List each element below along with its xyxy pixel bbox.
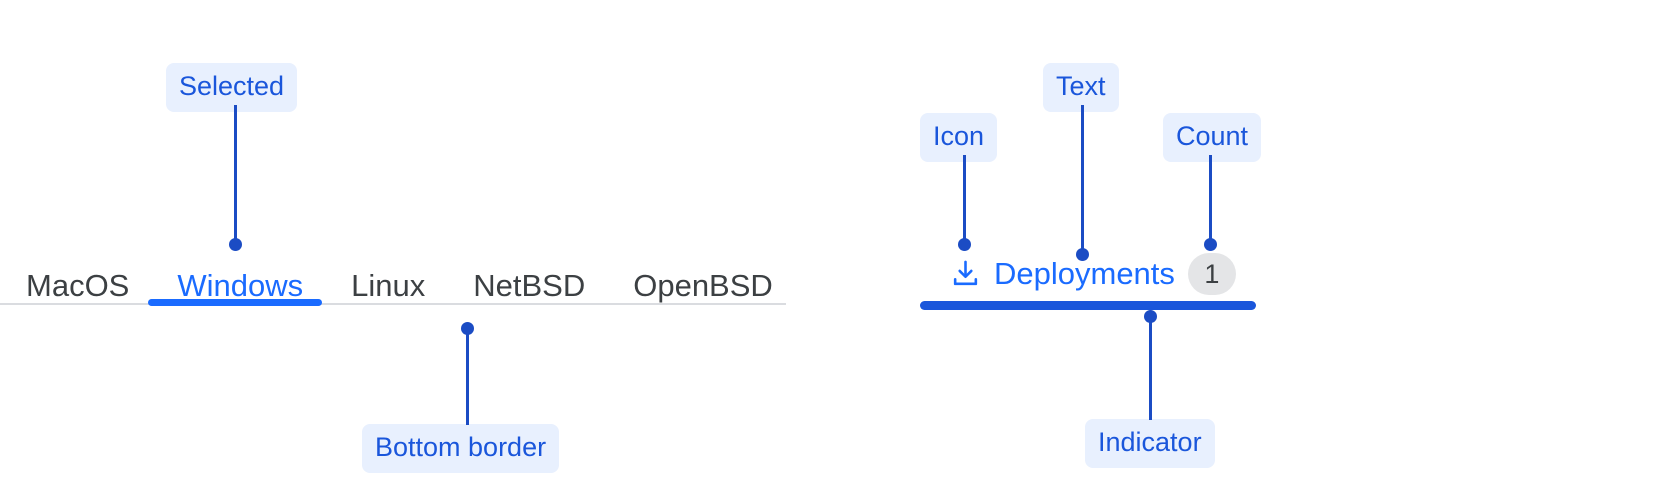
tab-active-underline xyxy=(148,299,322,306)
download-icon xyxy=(950,258,981,289)
deployments-count-badge: 1 xyxy=(1187,252,1236,295)
annotation-leader-text xyxy=(1081,105,1084,251)
annotation-dot-text xyxy=(1076,248,1089,261)
tab-netbsd[interactable]: NetBSD xyxy=(473,268,586,303)
annotation-chip-text: Text xyxy=(1043,63,1119,112)
tab-openbsd[interactable]: OpenBSD xyxy=(633,268,773,303)
annotation-chip-indicator: Indicator xyxy=(1085,419,1215,468)
annotation-dot-selected xyxy=(229,238,242,251)
annotation-leader-indicator xyxy=(1149,320,1152,420)
deployments-tab-bar: Deployments 1 xyxy=(920,246,1260,310)
tab-windows[interactable]: Windows xyxy=(177,268,304,303)
annotation-chip-selected: Selected xyxy=(166,63,298,112)
annotation-leader-icon xyxy=(963,155,966,242)
tab-macos[interactable]: MacOS xyxy=(26,268,130,303)
annotation-chip-icon: Icon xyxy=(920,113,998,162)
annotation-leader-selected xyxy=(234,105,237,242)
tab-linux[interactable]: Linux xyxy=(351,268,426,303)
annotation-chip-bottom-border: Bottom border xyxy=(362,424,560,473)
tab-deployments-indicator xyxy=(920,301,1256,310)
annotation-chip-count: Count xyxy=(1163,113,1262,162)
annotation-dot-count xyxy=(1204,238,1217,251)
annotation-dot-icon xyxy=(958,238,971,251)
annotation-leader-count xyxy=(1209,155,1212,242)
tab-bar-bottom-border xyxy=(0,303,786,305)
annotation-dot-indicator xyxy=(1144,310,1157,323)
annotation-dot-bottom-border xyxy=(461,322,474,335)
annotation-leader-bottom-border xyxy=(466,330,469,425)
tab-deployments[interactable]: Deployments 1 xyxy=(920,246,1260,301)
os-tab-bar: MacOS Windows Linux NetBSD OpenBSD xyxy=(0,246,786,306)
tab-deployments-label: Deployments xyxy=(994,256,1175,291)
os-tab-list: MacOS Windows Linux NetBSD OpenBSD xyxy=(0,246,786,301)
